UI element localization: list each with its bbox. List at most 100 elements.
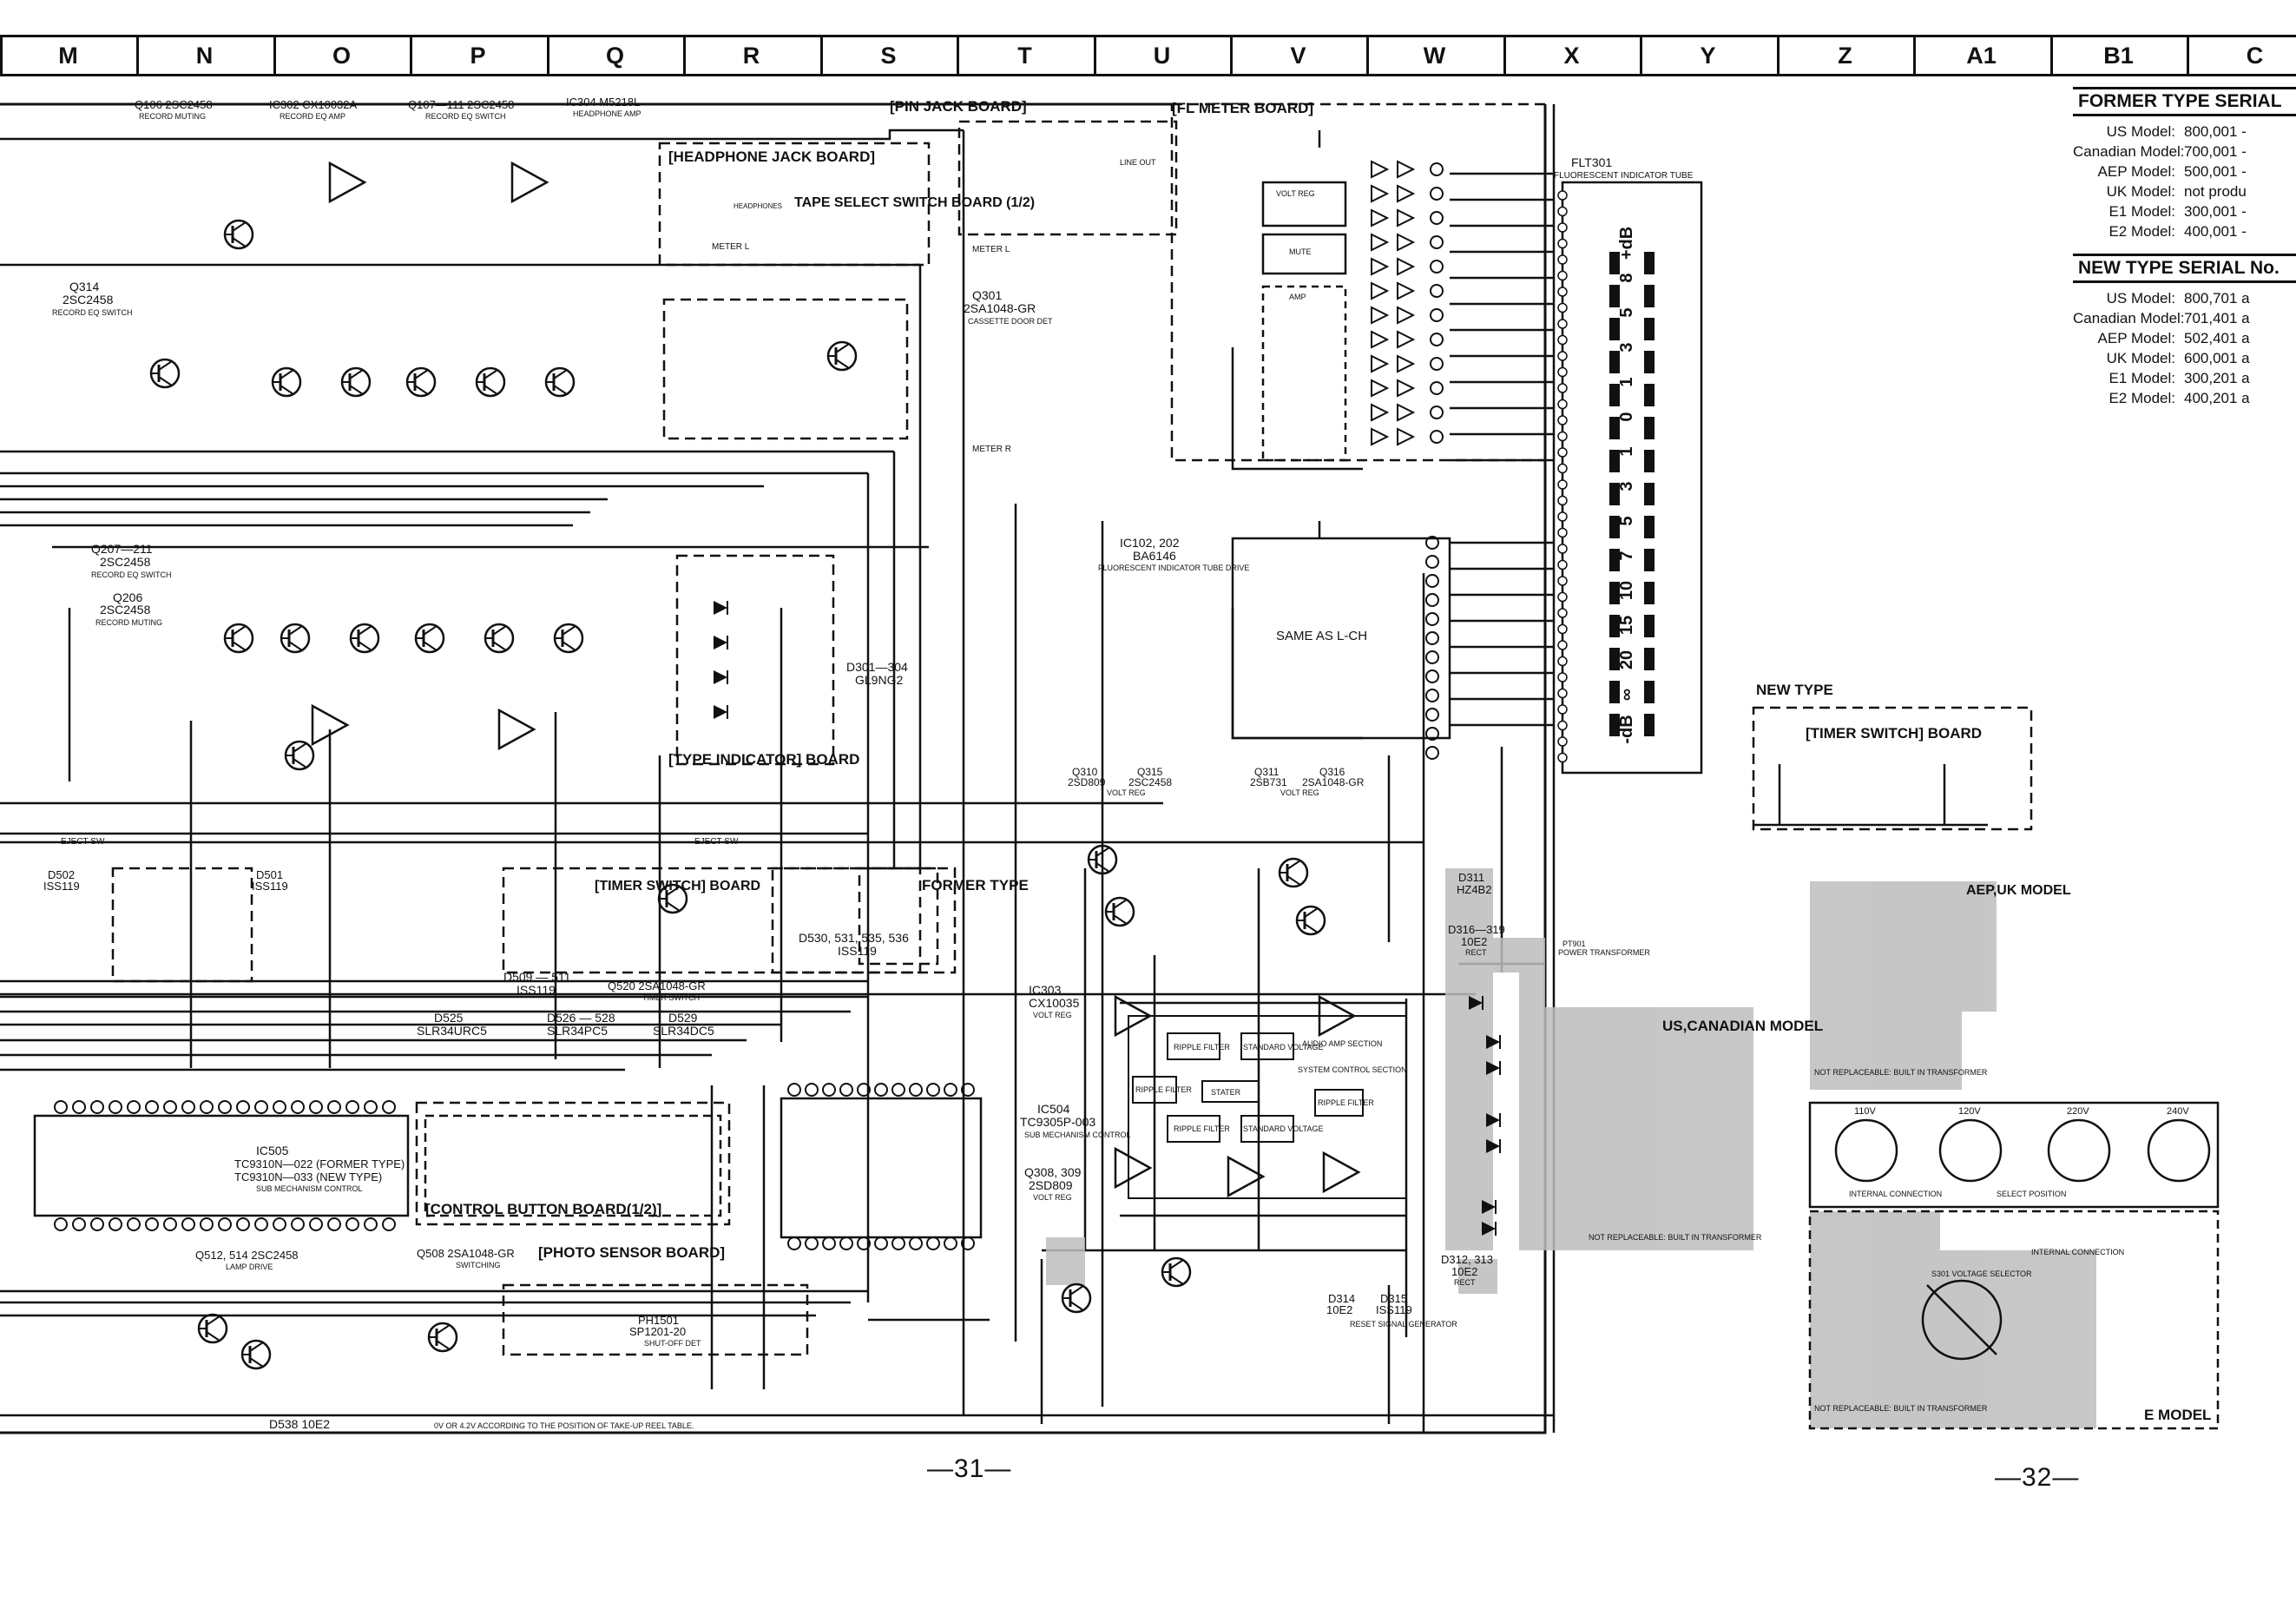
q308-label: Q308, 309 [1024,1165,1082,1179]
ic-pin [909,1236,923,1250]
ic-pin [236,1217,250,1231]
page-number-right: —32— [1995,1463,2080,1492]
ic-pin [127,1100,141,1114]
transistor-symbol [427,1322,458,1353]
transistor-symbol [280,623,311,654]
tube-pin [1557,334,1568,346]
tube-pin [1557,287,1568,297]
d312-label: D312, 313 [1441,1253,1493,1266]
same-as-lch: SAME AS L-CH [1276,629,1367,643]
serial-value: not produ [2184,183,2247,200]
ic-pin [145,1217,159,1231]
ic-pin [54,1100,68,1114]
ic-pin [364,1217,378,1231]
voltage-option: 240V [2167,1106,2189,1117]
tube-segment [1644,252,1655,274]
driver-buffer [1371,403,1390,422]
tube-pin [1557,527,1568,538]
meter-scale-label: 15 [1617,616,1636,635]
ripple-filter-2: RIPPLE FILTER [1135,1085,1192,1094]
ic-pin [273,1100,286,1114]
tube-segment [1609,483,1620,505]
column-letter: B1 [2103,43,2134,69]
former-serial-list: US Model:800,001 -Canadian Model:700,001… [2073,122,2296,241]
tube-pin [1557,366,1568,378]
ic-pin [254,1217,268,1231]
tube-segment [1644,450,1655,472]
q520-label: Q520 2SA1048-GR [608,979,706,992]
meter-scale-label: 20 [1617,650,1636,669]
serial-value: 502,401 a [2184,330,2250,346]
d526-part: SLR34PC5 [547,1024,608,1038]
ic303-blocks [1128,1015,1407,1199]
ic505-b: TC9310N—033 (NEW TYPE) [234,1170,382,1184]
diode-symbol [713,635,728,650]
ic505-a: TC9310N—022 (FORMER TYPE) [234,1157,405,1170]
driver-buffer [1371,257,1390,276]
d311-part: HZ4B2 [1457,883,1491,896]
column-letter: P [470,43,486,69]
pt901-sub: POWER TRANSFORMER [1558,948,1650,957]
ph1501-part: SP1201-20 [629,1325,686,1338]
tube-pin [1557,415,1568,425]
column-divider [1503,37,1506,74]
ic505-sub: SUB MECHANISM CONTROL [256,1184,363,1193]
column-divider [547,37,549,74]
driver-buffer [1371,160,1390,179]
select-position-label: SELECT POSITION [1997,1190,2066,1198]
ic-pin [382,1217,396,1231]
serial-model: Canadian Model: [2073,310,2185,326]
q107-label: Q107—111 2SC2458 [408,98,514,111]
d526-label: D526 — 528 [547,1011,615,1025]
d509-part: ISS119 [516,983,556,997]
ic-pin [218,1217,232,1231]
q310-part: 2SD809 [1068,776,1106,788]
driver-pin [1425,555,1439,569]
component-symbols [54,160,1568,1370]
transistor-symbol [1104,896,1135,927]
ic303-part: CX10035 [1029,996,1080,1010]
meter-scale-label: 8 [1617,273,1636,282]
column-letter: Y [1700,43,1716,69]
serial-row: E2 Model:400,001 - [2073,221,2296,241]
tube-segment [1644,318,1655,340]
tube-pin [1557,511,1568,522]
serial-row: E1 Model:300,001 - [2073,201,2296,221]
transistor-symbol [1278,857,1309,888]
ic302-label: IC302 CX10032A [269,98,358,111]
driver-buffer [1397,306,1416,325]
ic-pin [109,1100,122,1114]
d529-label: D529 [668,1011,698,1025]
tube-pin [1557,576,1568,586]
tube-segment [1609,681,1620,703]
serial-model: Canadian Model: [2073,143,2185,160]
tube-pin [1557,206,1568,217]
headphones-label: HEADPHONES [734,202,782,210]
ic-pin [822,1236,836,1250]
driver-buffer [1371,330,1390,349]
tube-segment [1609,714,1620,736]
meter-scale-label: 1 [1617,446,1636,456]
new-type-label: NEW TYPE [1756,682,1833,698]
column-divider [410,37,412,74]
ic-pin [109,1217,122,1231]
ic-pin [839,1236,853,1250]
ic-pin [127,1217,141,1231]
fl-meter-board-label: [FL METER BOARD] [1172,100,1313,116]
driver-pin [1425,708,1439,722]
former-serial-title: FORMER TYPE SERIAL [2073,87,2296,116]
tube-segment [1644,384,1655,406]
ic-pin [200,1100,214,1114]
driver-pin [1425,593,1439,607]
flt301-sub: FLUORESCENT INDICATOR TUBE [1554,171,1694,181]
q308-part: 2SD809 [1029,1178,1073,1192]
tube-pin [1557,544,1568,554]
ic-pin [961,1236,975,1250]
ic504-sub: SUB MECHANISM CONTROL [1024,1131,1131,1139]
d530-label: D530, 531, 535, 536 [799,931,909,945]
serial-row: Canadian Model:701,401 a [2073,308,2296,328]
driver-pin [1425,727,1439,741]
driver-pin [1425,612,1439,626]
volt-reg-2: VOLT REG [1280,788,1319,797]
eject-sw-1: EJECT SW [694,837,739,847]
